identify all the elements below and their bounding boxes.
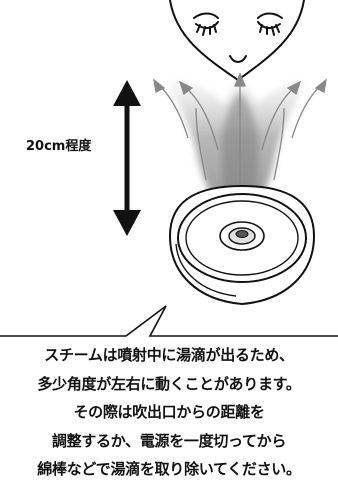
double-arrow-icon	[113, 80, 141, 236]
caption-text: スチームは噴射中に湯滴が出るため、 多少角度が左右に動くことがあります。 その際…	[0, 341, 338, 484]
distance-label: 20cm程度	[26, 139, 92, 154]
caption-line: その際は吹出口からの距離を	[73, 403, 265, 422]
caption-line: 調整するか、電源を一度切ってから	[51, 431, 287, 450]
face-outline-icon	[169, 0, 305, 81]
steamer-device-icon	[168, 184, 316, 306]
caption-line: スチームは噴射中に湯滴が出るため、	[44, 346, 294, 364]
caption-line: 多少角度が左右に動くことがあります。	[37, 374, 301, 393]
caption-line: 綿棒などで湯滴を取り除いてください。	[37, 460, 301, 479]
caption-frame	[0, 305, 338, 337]
